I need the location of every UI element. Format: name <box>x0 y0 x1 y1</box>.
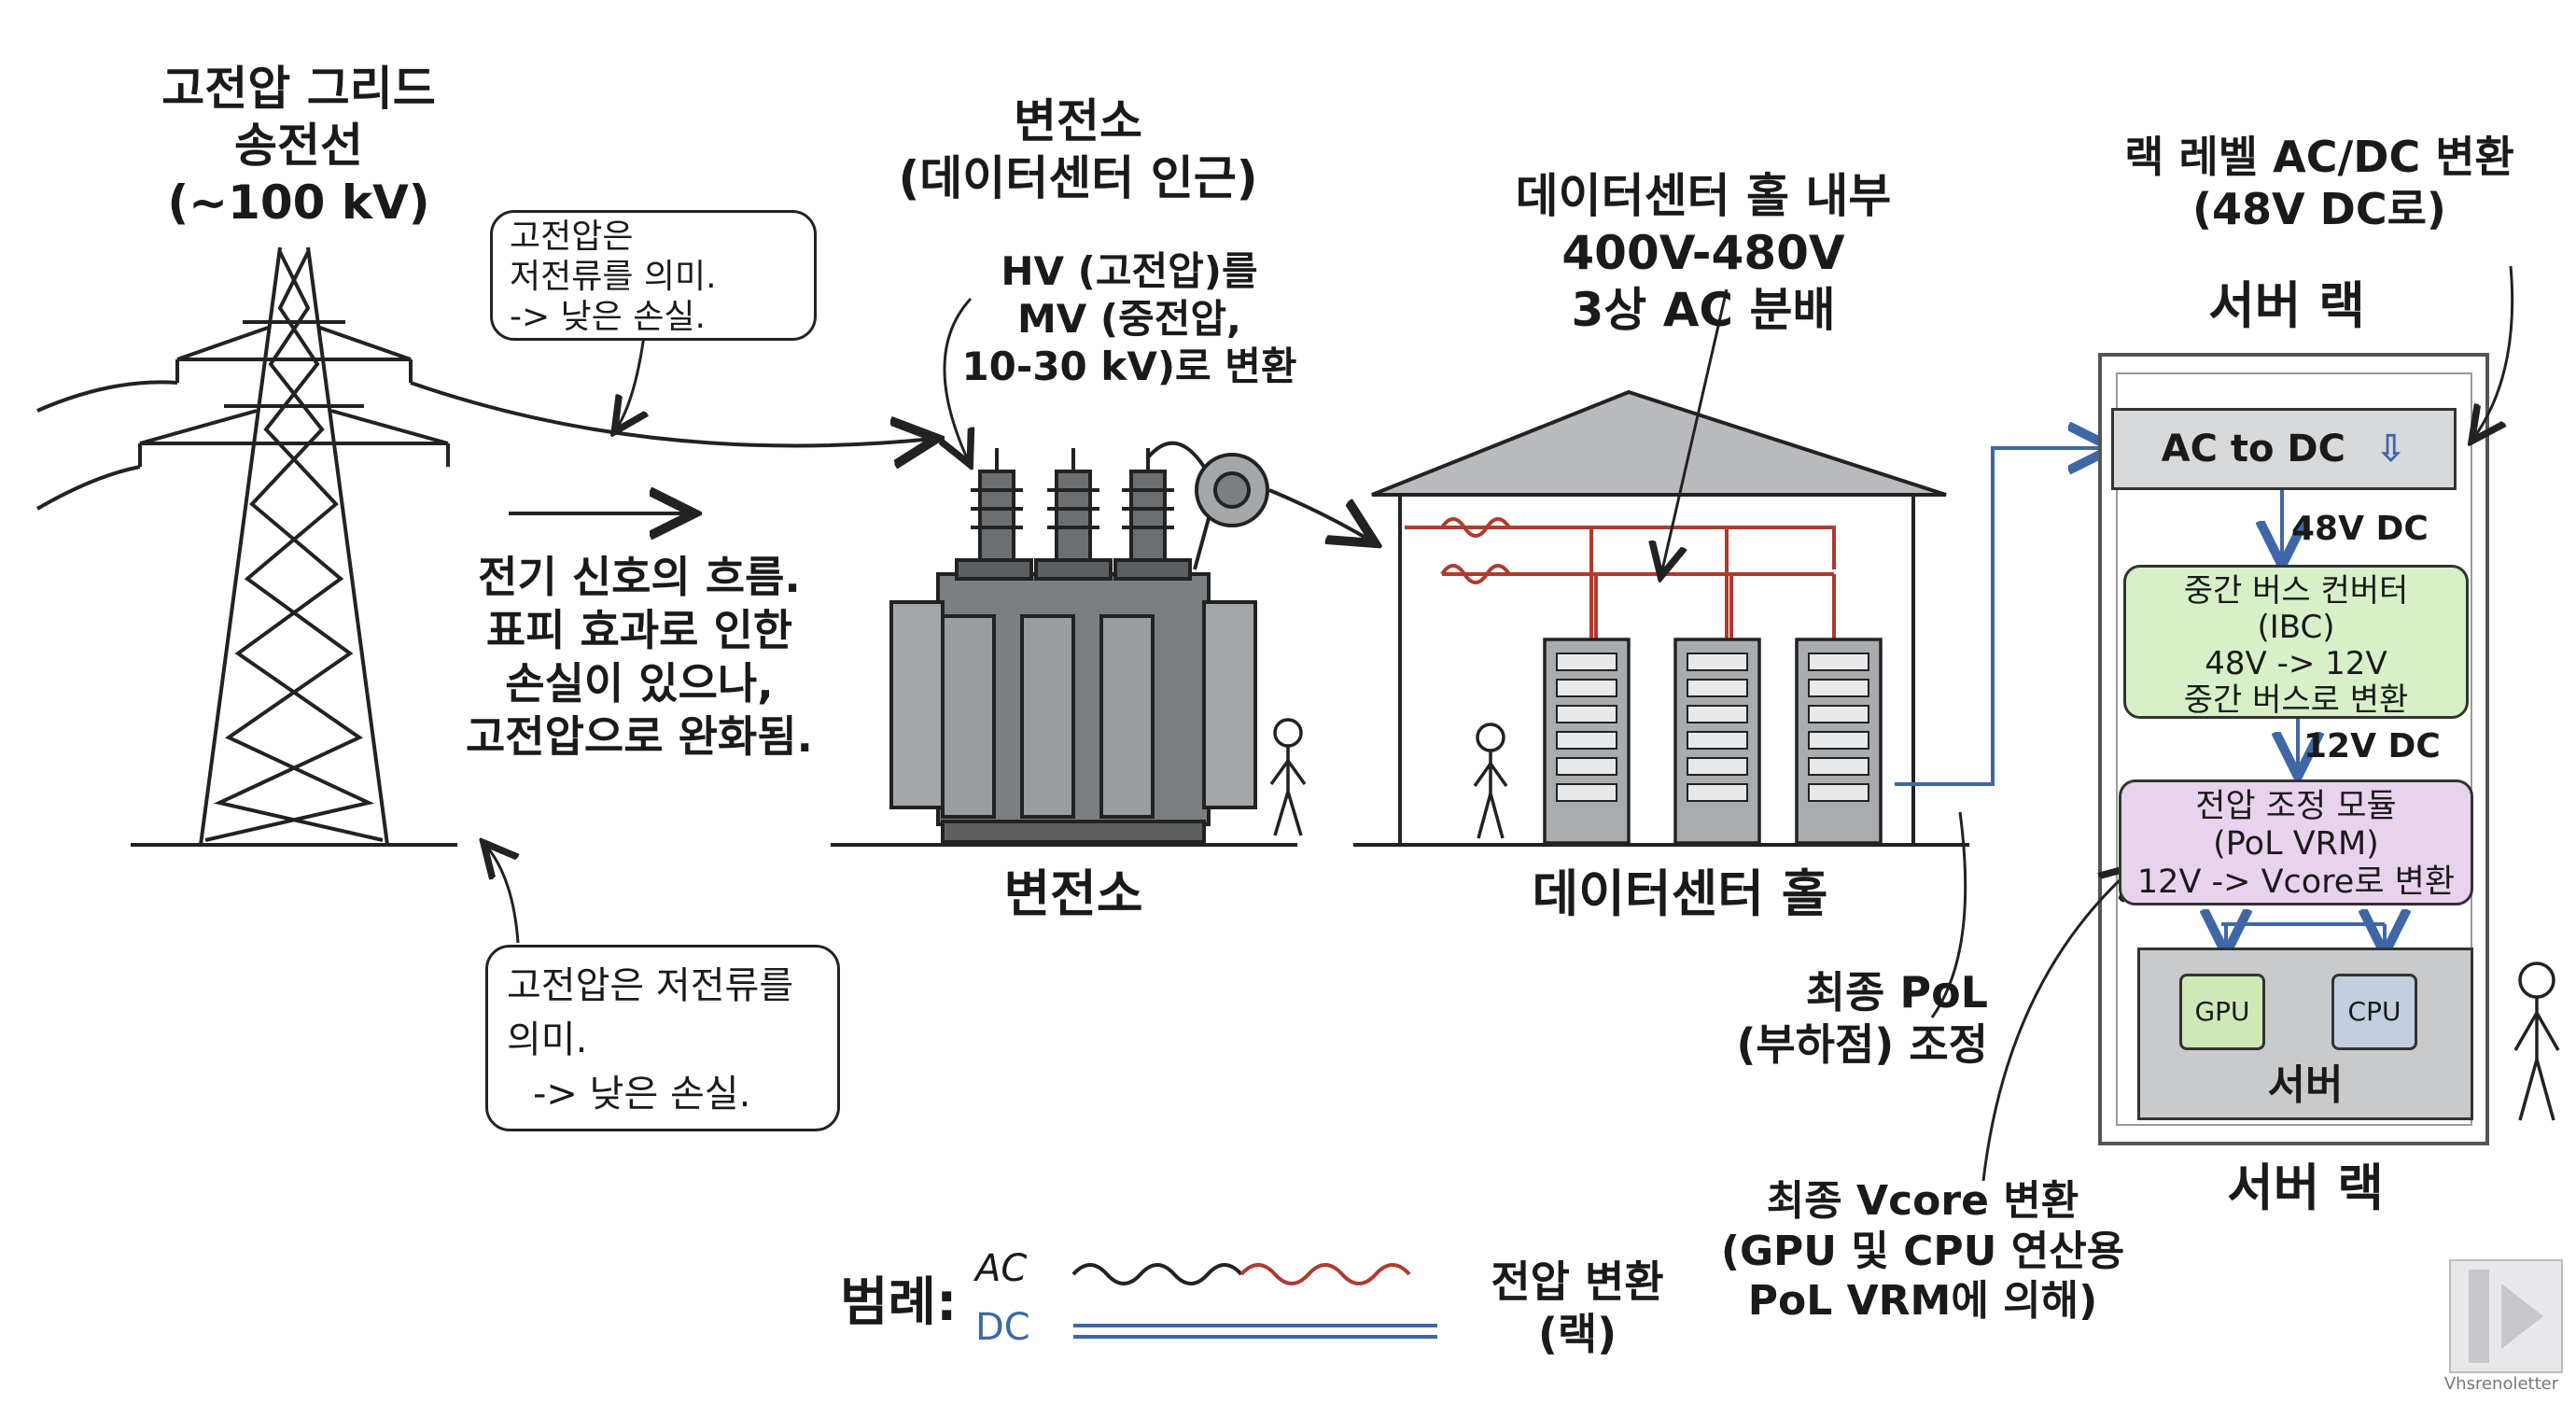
dc48-label: 48V DC <box>2291 510 2429 548</box>
vrm-module: 전압 조정 모듈 (PoL VRM) 12V -> Vcore로 변환 <box>2119 779 2473 906</box>
vcore-label: 최종 Vcore 변환 (GPU 및 CPU 연산용 PoL VRM에 의해) <box>1720 1177 2125 1326</box>
hall-server-racks <box>1543 638 1883 845</box>
rack-flow-arrows <box>2221 490 2385 950</box>
server-rack-bottom-label: 서버 랙 <box>2227 1158 2384 1217</box>
legend-title: 범례: <box>840 1272 958 1333</box>
legend-lines <box>1071 1263 1437 1339</box>
watermark-text: Vhsrenoletter <box>2443 1374 2559 1394</box>
legend-ac: AC <box>975 1247 1028 1290</box>
dc12-label: 12V DC <box>2303 727 2441 765</box>
transmission-tower <box>138 246 450 846</box>
cpu-chip: CPU <box>2331 974 2417 1050</box>
legend-dc: DC <box>975 1306 1030 1349</box>
rack-title: 랙 레벨 AC/DC 변환 (48V DC로) <box>2124 132 2514 235</box>
note-top: 고전압은 저전류를 의미. -> 낮은 손실. <box>490 210 817 341</box>
hall-title: 데이터센터 홀 내부 400V-480V 3상 AC 분배 <box>1515 169 1892 337</box>
substation-label: 변전소 <box>1003 864 1143 923</box>
server-board: GPU CPU 서버 <box>2137 948 2473 1120</box>
power-wires <box>35 380 933 511</box>
pointer-arrows <box>485 265 2514 1182</box>
ac-dc-converter: AC to DC ⇩ <box>2111 408 2457 490</box>
pol-label: 최종 PoL (부하점) 조정 <box>1736 967 1988 1071</box>
legend-conversion: 전압 변환 (랙) <box>1491 1257 1664 1360</box>
person-figure-2 <box>1473 723 1508 839</box>
person-figure-3 <box>2513 962 2560 1121</box>
tower-title: 고전압 그리드 송전선 (~100 kV) <box>161 62 436 230</box>
person-figure-1 <box>1269 718 1307 836</box>
substation-note: HV (고전압)를 MV (중전압, 10-30 kV)로 변환 <box>961 248 1297 390</box>
arrow-down-icon: ⇩ <box>2374 428 2407 470</box>
server-label: 서버 <box>2267 1061 2344 1109</box>
flow-text: 전기 신호의 흐름. 표피 효과로 인한 손실이 있으나, 고전압으로 완화됨. <box>465 552 814 763</box>
note-bottom: 고전압은 저전류를 의미. -> 낮은 손실. <box>485 945 840 1131</box>
transformer <box>889 441 1372 844</box>
hall-label: 데이터센터 홀 <box>1532 864 1828 923</box>
gpu-chip: GPU <box>2179 974 2265 1050</box>
substation-title: 변전소 (데이터센터 인근) <box>898 94 1258 205</box>
server-rack-top-label: 서버 랙 <box>2208 276 2365 335</box>
dc-link-line <box>1895 448 2109 786</box>
watermark-logo <box>2449 1259 2563 1373</box>
datacenter-hall <box>1371 288 1947 845</box>
ibc-converter: 중간 버스 컨버터 (IBC) 48V -> 12V 중간 버스로 변환 <box>2123 565 2469 719</box>
